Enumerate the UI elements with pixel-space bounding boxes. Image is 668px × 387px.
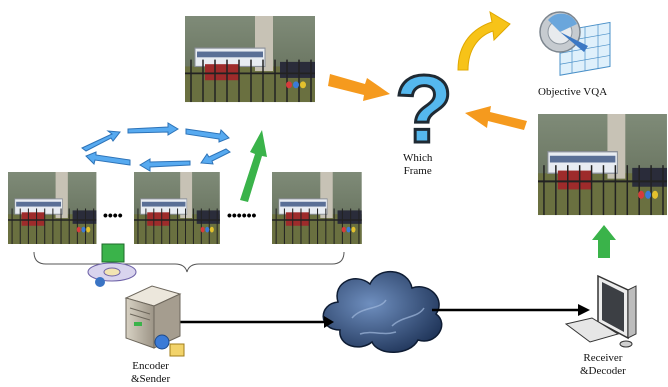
network-link-right	[432, 304, 590, 316]
network-link-left	[180, 316, 334, 328]
vqa-chart-icon	[539, 11, 611, 76]
yellow-curved-arrow	[457, 10, 511, 71]
receiver-decoder-label: Receiver &Decoder	[580, 352, 626, 377]
question-mark-icon: ?	[393, 55, 455, 165]
selected-frame-image	[184, 15, 316, 103]
source-frame-2	[133, 171, 221, 245]
objective-vqa-label: Objective VQA	[538, 86, 608, 98]
which-frame-label: Which Frame	[403, 152, 433, 177]
source-frame-3	[271, 171, 363, 245]
orange-arrow-left	[328, 74, 390, 101]
orange-arrow-right	[465, 106, 527, 130]
encoder-sender-label: Encoder &Sender	[131, 360, 171, 385]
cloud-icon	[322, 270, 443, 353]
source-frame-1	[7, 171, 98, 245]
film-reel-icon	[87, 243, 137, 287]
ellipsis-dots-2: ••••••	[227, 207, 257, 223]
green-arrow-up-2	[592, 225, 616, 258]
green-arrow-up-1	[240, 130, 267, 202]
server-icon	[124, 285, 185, 357]
received-frame-image	[536, 112, 668, 217]
computer-icon	[564, 274, 637, 348]
ellipsis-dots-1: ••••	[103, 207, 123, 223]
svg-text:?: ?	[395, 56, 454, 163]
cycle-arrows-icon	[81, 122, 231, 172]
source-frames-bracket	[33, 251, 345, 273]
